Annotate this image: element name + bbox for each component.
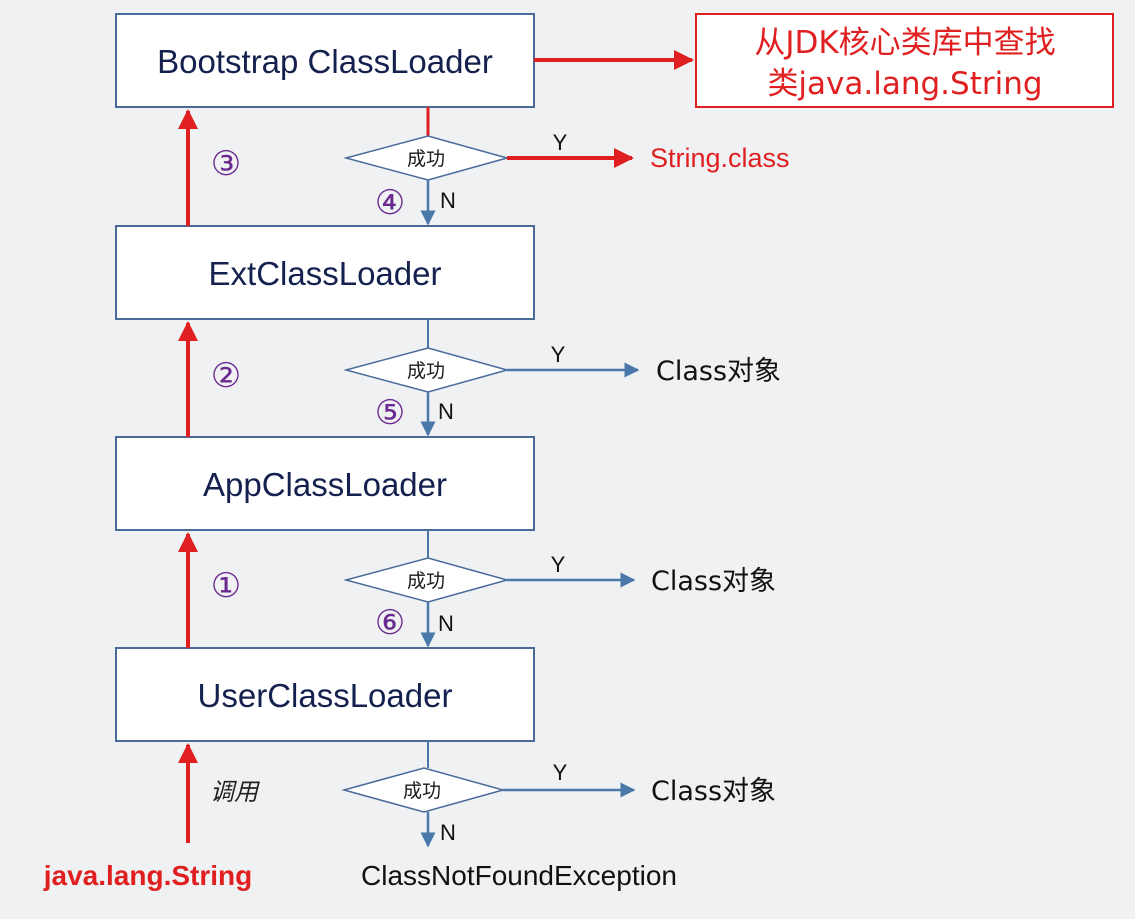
ext-loader-box <box>115 225 535 320</box>
user-loader-box <box>115 647 535 742</box>
class-not-found-label: ClassNotFoundException <box>361 860 677 891</box>
bootstrap-loader-box <box>115 13 535 108</box>
bootstrap-note-box <box>695 13 1114 108</box>
decision-4-yes: Y <box>553 760 568 785</box>
step-3-marker: ③ <box>211 144 241 184</box>
step-4-marker: ④ <box>375 183 405 223</box>
decision-2-result: Class对象 <box>656 356 781 387</box>
bootstrap-loader-label: Bootstrap ClassLoader <box>157 43 493 80</box>
decision-1-no: N <box>440 188 456 213</box>
decision-1-yes: Y <box>553 130 568 155</box>
step-2-marker: ② <box>211 356 241 396</box>
app-loader-box <box>115 436 535 531</box>
decision-4-label: 成功 <box>403 780 441 802</box>
bootstrap-note-line2: 类java.lang.String <box>767 66 1042 102</box>
decision-1-result: String.class <box>650 143 790 173</box>
call-label: 调用 <box>210 778 260 806</box>
step-1-marker: ① <box>211 566 241 606</box>
decision-2-no: N <box>438 399 454 424</box>
app-loader-label: AppClassLoader <box>203 466 447 503</box>
decision-2-yes: Y <box>551 342 566 367</box>
decision-1-label: 成功 <box>407 148 445 170</box>
bootstrap-note-line1: 从JDK核心类库中查找 <box>754 25 1055 61</box>
step-6-marker: ⑥ <box>375 603 405 643</box>
ext-loader-label: ExtClassLoader <box>209 255 442 292</box>
decision-3-no: N <box>438 611 454 636</box>
decision-4-result: Class对象 <box>651 776 776 807</box>
decision-3-result: Class对象 <box>651 566 776 597</box>
decision-3-label: 成功 <box>407 570 445 592</box>
start-class-label: java.lang.String <box>43 860 253 891</box>
user-loader-label: UserClassLoader <box>198 677 453 714</box>
step-5-marker: ⑤ <box>375 393 405 433</box>
decision-2-label: 成功 <box>407 360 445 382</box>
decision-3-yes: Y <box>551 552 566 577</box>
decision-4-no: N <box>440 820 456 845</box>
